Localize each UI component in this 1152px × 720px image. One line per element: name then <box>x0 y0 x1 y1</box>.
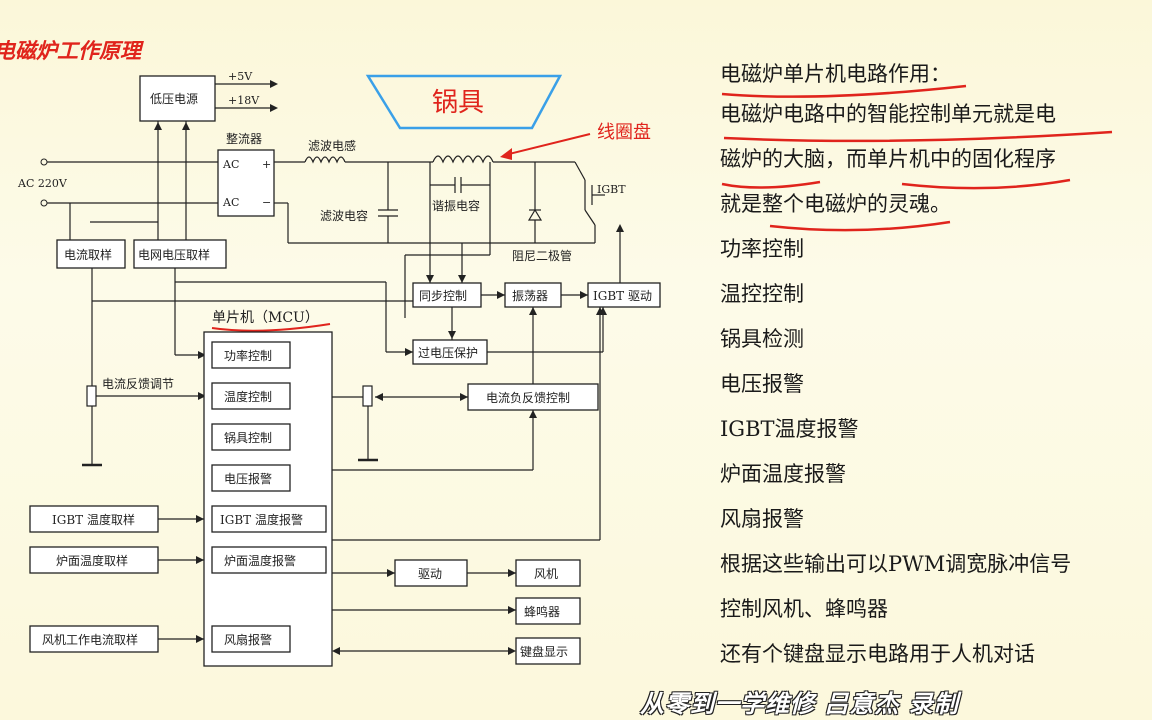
mcu-block <box>211 423 291 451</box>
resonant-cap-label: 谐振电容 <box>432 198 480 213</box>
igbt-label: IGBT <box>597 183 626 196</box>
circuit-diagram: 电磁炉工作原理 低压电源 +5V +18V 整流器 AC AC + − AC 2… <box>0 38 661 667</box>
mcu-block <box>211 546 327 574</box>
note-heading: 电磁炉单片机电路作用： <box>720 62 951 86</box>
fan-box <box>515 559 581 587</box>
mcu-block <box>211 505 327 533</box>
grid-voltage-sample-box <box>133 239 227 269</box>
note-line: 电磁炉电路中的智能控制单元就是电 <box>720 102 1056 126</box>
slide-title: 电磁炉工作原理 <box>0 38 144 63</box>
driver-label: 驱动 <box>418 567 442 581</box>
rectifier-ac-bottom: AC <box>222 196 239 209</box>
oscillator-label: 振荡器 <box>512 289 548 303</box>
buzzer-label: 蜂鸣器 <box>524 604 560 619</box>
mcu-block <box>211 341 291 369</box>
mcu-block-label: 功率控制 <box>224 348 272 363</box>
mcu-block <box>211 464 291 492</box>
note-line: 温控控制 <box>720 282 804 306</box>
pot-shape <box>365 74 563 130</box>
watermark: 从零到一学维修 吕意杰 录制 <box>640 690 959 718</box>
keyboard-display-box <box>515 637 581 665</box>
filter-inductor-label: 滤波电感 <box>308 138 356 153</box>
fan-label: 风机 <box>534 567 558 581</box>
igbt-temp-sample-label: IGBT 温度取样 <box>52 512 135 527</box>
sync-control-box <box>412 282 482 308</box>
igbt-driver-box <box>587 282 661 308</box>
mcu-block-label: 炉面温度报警 <box>224 553 296 568</box>
overvoltage-box <box>412 339 488 365</box>
mcu-block-label: 锅具控制 <box>224 430 272 445</box>
mcu-title: 单片机（MCU） <box>212 310 319 326</box>
igbt-temp-sample-box <box>29 505 159 533</box>
note-line: 还有个键盘显示电路用于人机对话 <box>720 642 1035 666</box>
current-sample-label: 电流取样 <box>64 247 112 262</box>
psu-box <box>139 75 216 122</box>
psu-label: 低压电源 <box>150 92 198 106</box>
notes-panel: 电磁炉单片机电路作用： 电磁炉电路中的智能控制单元就是电 磁炉的大脑，而单片机中… <box>720 56 1140 677</box>
filter-cap-label: 滤波电容 <box>320 208 368 223</box>
keyboard-display-label: 键盘显示 <box>520 644 568 659</box>
rectifier-box <box>217 149 275 217</box>
mcu-block <box>211 382 291 410</box>
rectifier-minus: − <box>262 196 271 209</box>
surface-temp-sample-box <box>29 546 159 574</box>
mcu-block-label: 风扇报警 <box>224 632 272 647</box>
buzzer-box <box>515 597 581 625</box>
mcu-block-label: 温度控制 <box>224 389 272 404</box>
mcu-block-label: IGBT 温度报警 <box>220 512 303 527</box>
fan-current-sample-box <box>29 625 159 653</box>
damper-diode-label: 阻尼二极管 <box>512 248 572 263</box>
out-18v-label: +18V <box>228 94 260 107</box>
note-line: 炉面温度报警 <box>720 462 846 486</box>
rectifier-plus: + <box>262 158 271 171</box>
note-line: 就是整个电磁炉的灵魂。 <box>720 192 951 216</box>
note-line: 功率控制 <box>720 237 804 261</box>
note-line: 控制风机、蜂鸣器 <box>720 597 888 621</box>
note-line: 磁炉的大脑，而单片机中的固化程序 <box>720 147 1056 171</box>
current-sample-box <box>56 239 126 269</box>
driver-box <box>394 559 468 587</box>
igbt-driver-label: IGBT 驱动 <box>593 289 652 303</box>
coil-label: 线圈盘 <box>597 122 651 143</box>
rectifier-label: 整流器 <box>226 131 262 146</box>
note-line: IGBT温度报警 <box>720 417 859 441</box>
mcu-block <box>211 625 291 653</box>
fan-current-sample-label: 风机工作电流取样 <box>42 632 138 647</box>
note-line: 根据这些输出可以PWM调宽脉冲信号 <box>720 552 1072 576</box>
current-feedback-adjust-label: 电流反馈调节 <box>102 377 174 391</box>
pot-label: 锅具 <box>432 88 484 118</box>
note-line: 风扇报警 <box>720 507 804 531</box>
mcu-block-label: 电压报警 <box>224 471 272 486</box>
current-neg-feedback-label: 电流负反馈控制 <box>486 391 570 405</box>
rectifier-ac-top: AC <box>222 158 239 171</box>
mcu-blocks-group: 功率控制 温度控制 锅具控制 电压报警 IGBT 温度报警 炉面温度报警 风扇报… <box>211 341 327 653</box>
ac-input-label: AC 220V <box>17 177 68 190</box>
note-line: 电压报警 <box>720 372 804 396</box>
surface-temp-sample-label: 炉面温度取样 <box>56 553 128 568</box>
out-5v-label: +5V <box>228 70 253 83</box>
mcu-box <box>203 331 333 667</box>
grid-voltage-sample-label: 电网电压取样 <box>138 247 210 262</box>
sync-control-label: 同步控制 <box>419 289 467 303</box>
note-line: 锅具检测 <box>720 327 804 351</box>
overvoltage-label: 过电压保护 <box>418 346 478 360</box>
